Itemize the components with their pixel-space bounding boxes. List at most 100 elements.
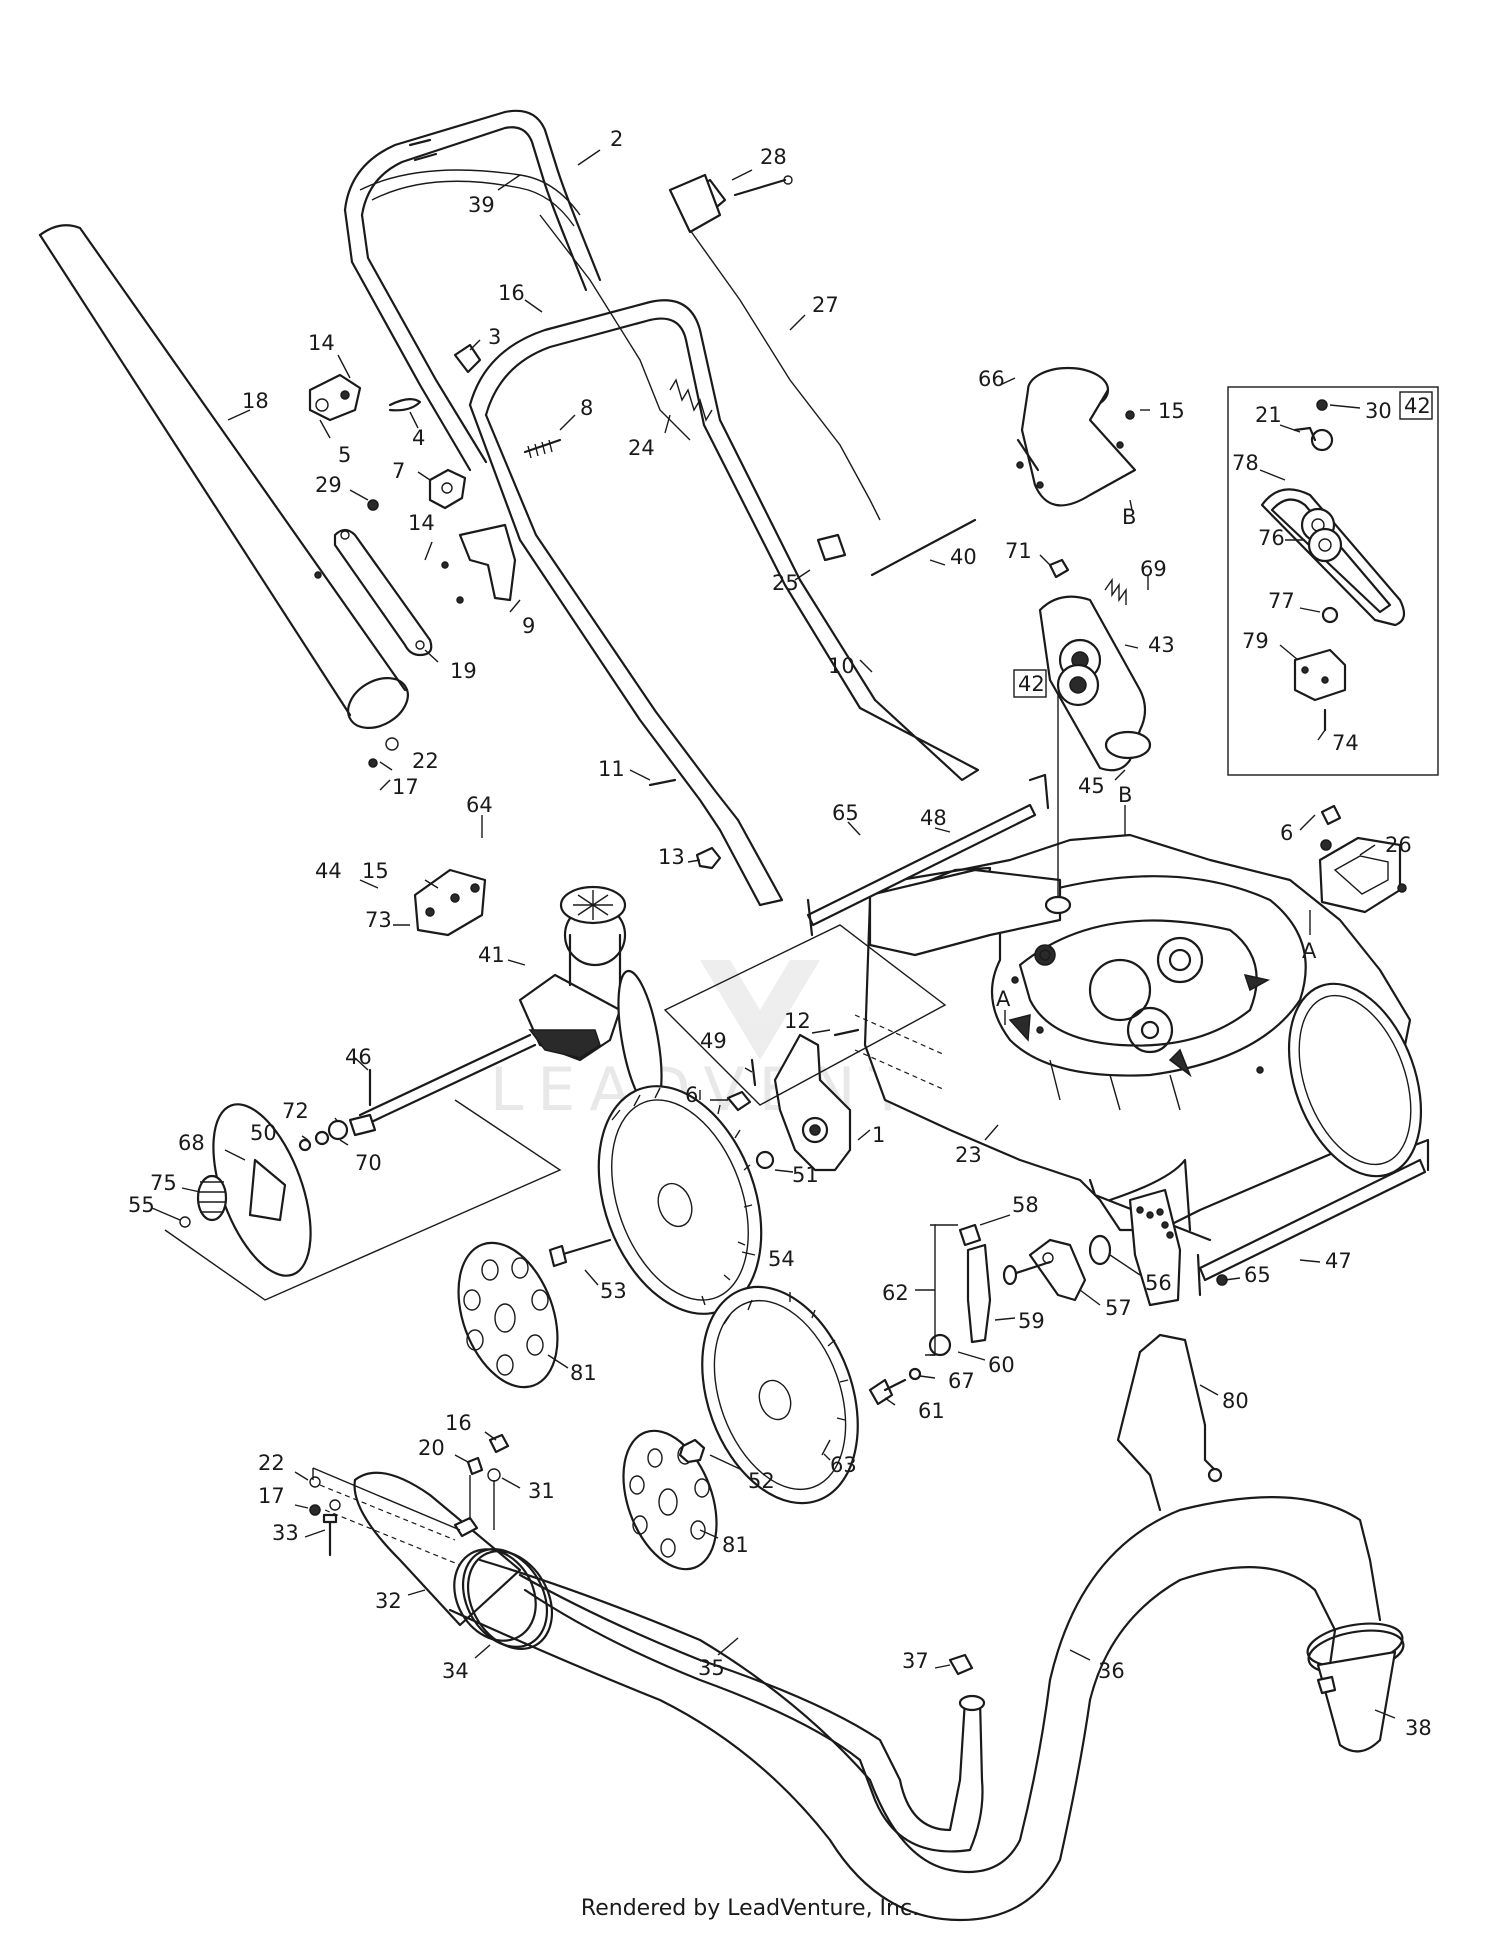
- callout-63: 63: [830, 1453, 857, 1477]
- boxed-ref-42-inset: 42: [1404, 394, 1431, 418]
- callout-45: 45: [1078, 774, 1105, 798]
- gearbox-41: [518, 885, 663, 1111]
- callout-57: 57: [1105, 1296, 1132, 1320]
- callout-17: 17: [392, 775, 419, 799]
- spring-69: [1104, 577, 1127, 605]
- callout-5: 5: [338, 443, 351, 467]
- callout-16: 16: [498, 281, 525, 305]
- callout-34: 34: [442, 1659, 469, 1683]
- bolt-28: [733, 175, 793, 197]
- callout-56: 56: [1145, 1271, 1172, 1295]
- wheel-63: [701, 1285, 859, 1505]
- callout-29: 29: [315, 473, 342, 497]
- callout-6: 6: [1280, 821, 1293, 845]
- bolt-13: [695, 846, 722, 870]
- callout-75: 75: [150, 1171, 177, 1195]
- callout-67: 67: [948, 1369, 975, 1393]
- bracket-1: [773, 1033, 852, 1172]
- callout-8: 8: [580, 396, 593, 420]
- callout-33: 33: [272, 1521, 299, 1545]
- callout-17: 17: [258, 1484, 285, 1508]
- nozzle-38: [1316, 1650, 1397, 1753]
- chute-66: [1016, 366, 1137, 507]
- assembly-outline-1: [663, 924, 947, 1106]
- callout-14: 14: [408, 511, 435, 535]
- callout-52: 52: [748, 1469, 775, 1493]
- bolt-11: [648, 778, 677, 787]
- shift-cable-27: [668, 173, 881, 521]
- callout-66: 66: [978, 367, 1005, 391]
- upper-tube-32: [319, 1471, 537, 1642]
- callout-21: 21: [1255, 403, 1282, 427]
- callout-70: 70: [355, 1151, 382, 1175]
- callout-23: 23: [955, 1143, 982, 1167]
- callout-40: 40: [950, 545, 977, 569]
- callout-47: 47: [1325, 1249, 1352, 1273]
- bolt-61-washer-67: [868, 1367, 922, 1406]
- callout-labels: 2 28 39 16 27 14 3 18 5 4 8 24 7 29 14 9…: [128, 127, 1432, 1740]
- bracket-9: [441, 523, 517, 604]
- bolt-6a: [1320, 804, 1342, 826]
- callout-39: 39: [468, 193, 495, 217]
- callout-81: 81: [570, 1361, 597, 1385]
- callout-62: 62: [882, 1281, 909, 1305]
- clip-4: [388, 398, 422, 412]
- hardware-22-17-33: [309, 1467, 461, 1557]
- callout-80: 80: [1222, 1389, 1249, 1413]
- pin-49: [750, 1058, 757, 1087]
- callout-73: 73: [365, 908, 392, 932]
- callout-22: 22: [258, 1451, 285, 1475]
- handle-80: [1116, 1333, 1223, 1512]
- wheel-right-rear: [1287, 982, 1423, 1178]
- callout-25: 25: [772, 571, 799, 595]
- callout-60: 60: [988, 1353, 1015, 1377]
- callout-51: 51: [792, 1163, 819, 1187]
- inset-box-42-tag: [1399, 391, 1433, 420]
- callout-53: 53: [600, 1279, 627, 1303]
- bolt-12: [833, 1028, 860, 1037]
- spring-bracket-58-59-60: [928, 1223, 992, 1357]
- callout-74: 74: [1332, 731, 1359, 755]
- washer-55: [179, 1216, 191, 1228]
- washer-22-nut-17: [368, 737, 399, 768]
- callout-31: 31: [528, 1479, 555, 1503]
- hubcap-81a: [457, 1241, 559, 1389]
- callout-24: 24: [628, 436, 655, 460]
- callout-13: 13: [658, 845, 685, 869]
- callout-15: 15: [362, 859, 389, 883]
- impeller: [1008, 919, 1271, 1078]
- callout-27: 27: [812, 293, 839, 317]
- deck-top-plate: [868, 868, 1062, 966]
- belt-43: [1038, 595, 1152, 772]
- cap-37: [948, 1653, 974, 1676]
- callout-71: 71: [1005, 539, 1032, 563]
- bracket-73: [413, 868, 487, 937]
- callout-10: 10: [828, 654, 855, 678]
- link-19: [333, 499, 433, 657]
- callout-2: 2: [610, 127, 623, 151]
- callout-35: 35: [698, 1656, 725, 1680]
- callout-A: A: [1302, 939, 1317, 963]
- callout-12: 12: [784, 1009, 811, 1033]
- callout-68: 68: [178, 1131, 205, 1155]
- axle-pin-57: [1002, 1260, 1052, 1286]
- inset-parts-42: [1260, 399, 1406, 732]
- callout-38: 38: [1405, 1716, 1432, 1740]
- upper-handle-2: [343, 109, 602, 472]
- callout-64: 64: [466, 793, 493, 817]
- callout-65: 65: [1244, 1263, 1271, 1287]
- rod-40: [870, 518, 977, 577]
- callout-7: 7: [392, 459, 405, 483]
- block-26: [1318, 836, 1407, 914]
- callout-18: 18: [242, 389, 269, 413]
- callout-46: 46: [345, 1045, 372, 1069]
- callout-37: 37: [902, 1649, 929, 1673]
- callout-22: 22: [412, 749, 439, 773]
- boxed-ref-42-main: 42: [1018, 672, 1045, 696]
- bolt-8: [523, 438, 562, 459]
- callout-81: 81: [722, 1533, 749, 1557]
- callout-59: 59: [1018, 1309, 1045, 1333]
- callout-4: 4: [412, 426, 425, 450]
- knob-3: [453, 343, 482, 374]
- gear-75: [196, 1174, 228, 1222]
